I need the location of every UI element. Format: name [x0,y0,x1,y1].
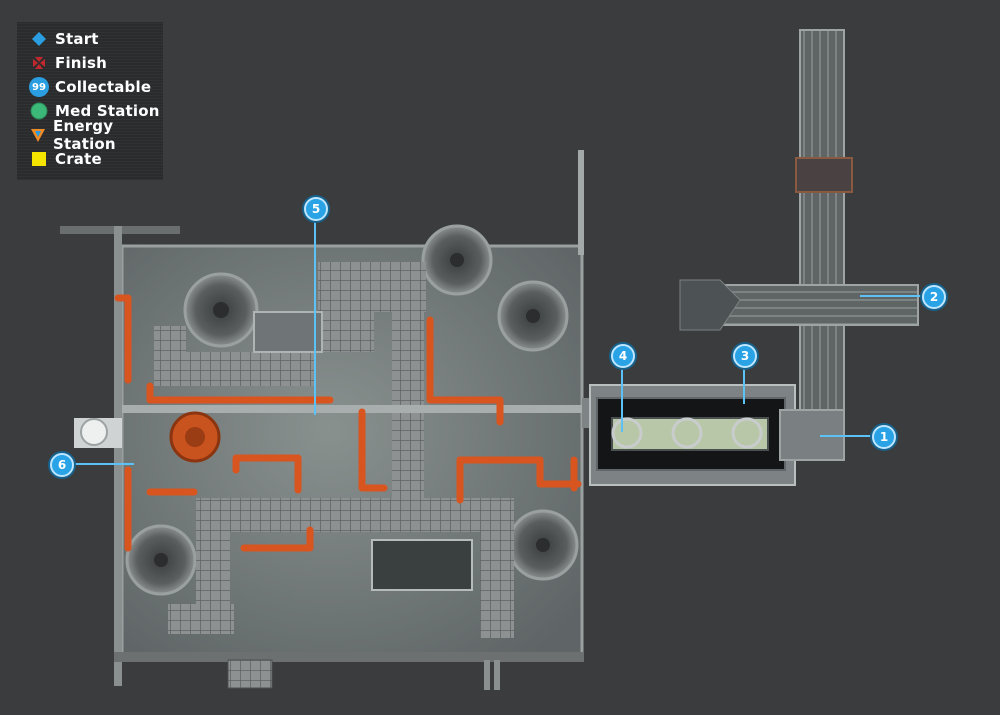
map-marker-6[interactable]: 6 [50,453,74,477]
fan-top-center [421,224,493,296]
legend-item-start: Start [29,28,99,50]
legend-item-collectable: 99 Collectable [29,76,151,98]
legend-item-energy-station: Energy Station [29,117,163,153]
machine-lower-center [371,539,473,591]
walkway-upper-block [318,262,374,352]
fan-bottom-left [125,524,197,596]
collectable-icon: 99 [29,77,49,97]
satellite-dish [74,418,122,448]
central-corridor [122,405,582,413]
round-tank [169,411,221,463]
walkway-lower-left-wide [168,604,234,634]
legend-label-finish: Finish [55,54,108,72]
legend-label-collectable: Collectable [55,78,152,96]
map-marker-1[interactable]: 1 [872,425,896,449]
marker-number: 4 [618,349,628,363]
map-legend: Start Finish 99 Collectable Med Station … [17,22,163,180]
map-marker-4[interactable]: 4 [611,344,635,368]
map-marker-2[interactable]: 2 [922,285,946,309]
legend-label-energy-station: Energy Station [53,117,116,153]
energy-station-icon [29,125,47,145]
legend-item-med-station: Med Station [29,100,160,122]
walkway-lower-right [480,530,514,638]
marker-number: 6 [57,458,67,472]
marker-number: 5 [311,202,321,216]
med-station-icon [29,101,49,121]
walkway-central-vertical [392,300,424,500]
machine-upper-center [253,311,323,353]
bottom-vent [227,659,273,689]
legend-label-start: Start [55,30,99,48]
legend-label-med-station: Med Station [55,102,160,120]
tower-vertical-corridor [799,29,845,461]
fan-top-left [183,272,259,348]
collectable-icon-text: 99 [32,81,46,93]
map-marker-5[interactable]: 5 [304,197,328,221]
legend-item-crate: Crate [29,148,102,170]
marker-number: 1 [879,430,889,444]
fan-bottom-right [507,509,579,581]
crate-icon [29,149,49,169]
legend-label-crate: Crate [55,150,102,168]
tower-horizontal-corridor [717,284,919,326]
callout-lines [68,217,928,465]
walkway-upper-horizontal [154,352,314,386]
tower-end-cap [679,279,741,331]
bottom-wall [114,652,584,662]
chamber-rings [611,417,763,449]
bottom-pipe-left [484,660,490,690]
bottom-pipe-right [494,660,500,690]
finish-arrows-icon [29,53,49,73]
marker-number: 3 [740,349,750,363]
walkway-lower-horizontal [196,498,514,532]
map-marker-3[interactable]: 3 [733,344,757,368]
marker-number: 2 [929,290,939,304]
tower-damaged-section [795,157,853,193]
legend-item-finish: Finish [29,52,107,74]
orange-pipes [114,294,582,552]
fan-top-right [497,280,569,352]
start-diamond-icon [29,29,49,49]
left-wall-pillar [114,226,122,686]
outer-wall-right [578,150,584,255]
